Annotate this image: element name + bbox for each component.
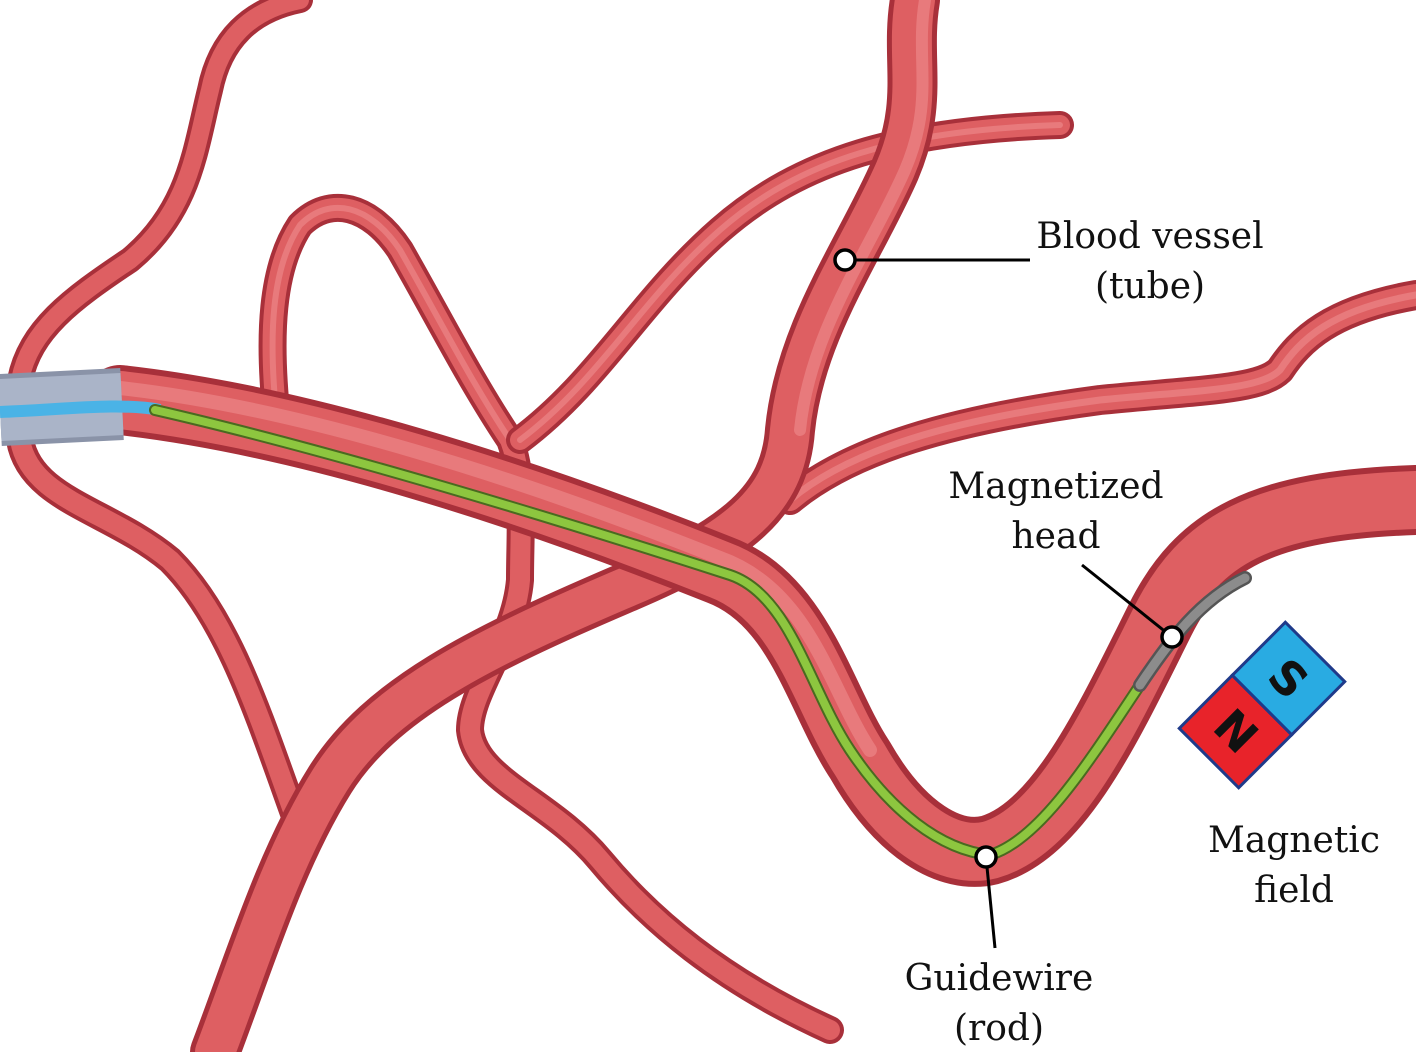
guidewire-marker (974, 845, 998, 869)
magnetized-head (1133, 571, 1252, 692)
magnetized-head-marker (1160, 625, 1184, 649)
callout-guidewire: Guidewire (rod) (905, 845, 1094, 1049)
magnetic-field-label-line1: Magnetic (1208, 820, 1380, 861)
blood-vessel-label-line2: (tube) (1095, 266, 1205, 307)
vessel-branch-right (775, 280, 1416, 515)
catheter (0, 368, 162, 446)
vessel-branch-loop (258, 193, 844, 1044)
guidewire-label-line1: Guidewire (905, 958, 1094, 999)
magnet-south-pole (1230, 620, 1347, 737)
blood-vessel-label-line1: Blood vessel (1036, 216, 1263, 257)
magnetized-head-label-line2: head (1012, 516, 1101, 557)
vessel-network (6, 0, 1416, 1052)
guidewire-label-line2: (rod) (954, 1008, 1044, 1049)
catheter-core (0, 400, 162, 418)
vessel-branch-top-left (7, 0, 313, 393)
magnet: N S (1177, 620, 1347, 790)
callout-blood-vessel: Blood vessel (tube) (833, 216, 1264, 307)
magnetized-head-label-line1: Magnetized (948, 466, 1163, 507)
vessel-branch-left-lower (6, 426, 314, 844)
magnetic-field-label-line2: field (1254, 870, 1334, 911)
guidewire-rod (149, 404, 1146, 862)
callout-magnetized-head: Magnetized head (948, 466, 1184, 649)
callout-magnetic-field: Magnetic field (1208, 820, 1380, 911)
blood-vessel-marker (833, 248, 857, 272)
